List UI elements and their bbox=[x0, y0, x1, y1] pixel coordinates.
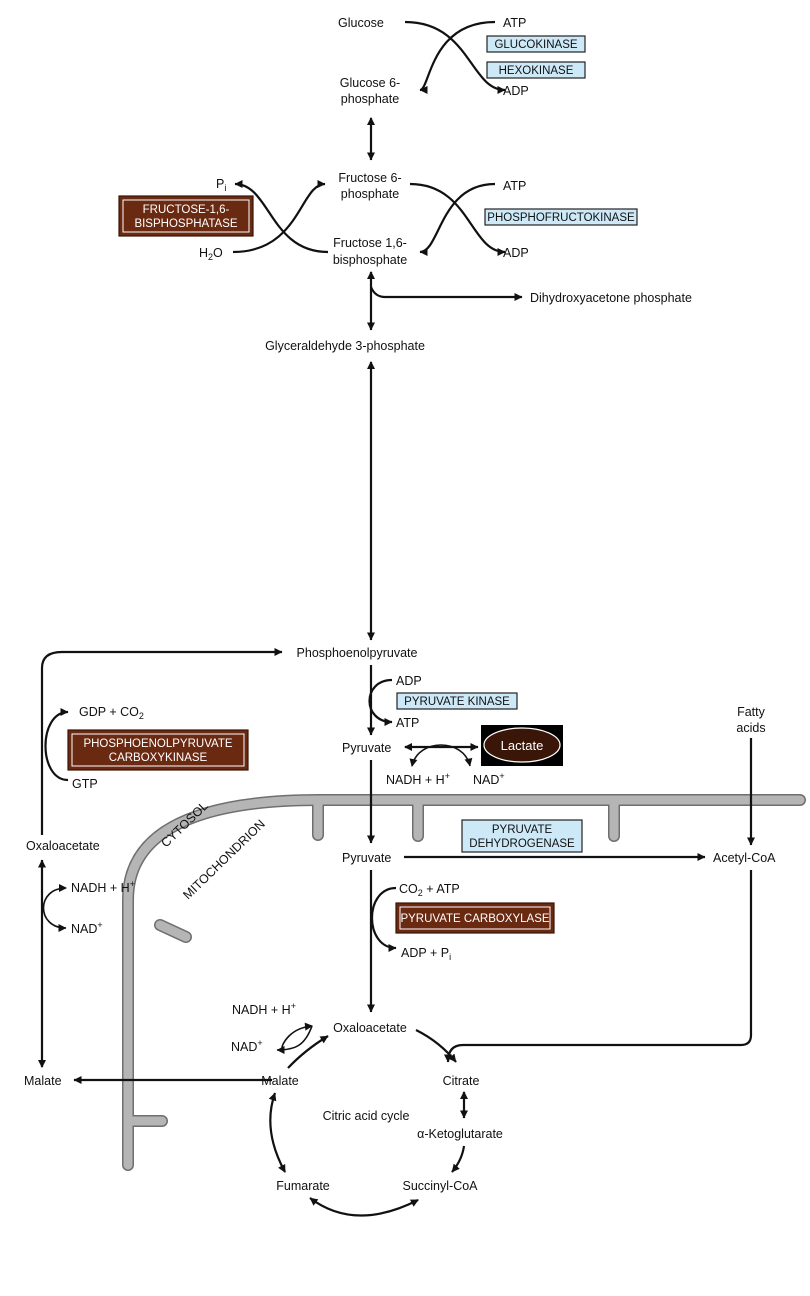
mito-mdh-arc-lower bbox=[276, 1025, 313, 1054]
nadh-label-lactate: NADH + H+ bbox=[386, 771, 450, 787]
fumarate-malate-arrow bbox=[268, 1092, 286, 1173]
fbpase-reaction-arc bbox=[234, 180, 329, 254]
adp-label-hexokinase: ADP bbox=[503, 84, 529, 98]
fructose-16-bisphosphate-label-line2: bisphosphate bbox=[333, 253, 407, 267]
dihydroxyacetone-phosphate-label: Dihydroxyacetone phosphate bbox=[530, 291, 692, 305]
nad-label-cytosol: NAD+ bbox=[71, 920, 103, 936]
akg-to-succinylcoa-arrow bbox=[451, 1145, 466, 1173]
fatty-acids-label-line2: acids bbox=[736, 721, 765, 735]
fructose-6-phosphate-label-line2: phosphate bbox=[341, 187, 399, 201]
pyruvate-dehydrogenase-label-line2: DEHYDROGENASE bbox=[469, 838, 575, 850]
fatty-acids-label-line1: Fatty bbox=[737, 705, 766, 719]
acetylcoa-to-citrate-arrow bbox=[444, 870, 753, 1063]
lactate-dehydrogenase-arc bbox=[409, 744, 473, 767]
phosphofructokinase-label: PHOSPHOFRUCTOKINASE bbox=[487, 212, 635, 224]
pepck-box bbox=[67, 729, 249, 771]
pyruvate-dehydrogenase-box bbox=[461, 819, 583, 853]
atp-label-hexokinase: ATP bbox=[503, 16, 526, 30]
pi-label: Pi bbox=[216, 177, 226, 193]
fbpase-water-arc bbox=[232, 180, 326, 254]
glyceraldehyde-3-phosphate-label: Glyceraldehyde 3-phosphate bbox=[265, 339, 425, 353]
adp-label-pyruvate-kinase: ADP bbox=[396, 674, 422, 688]
adp-pi-label: ADP + Pi bbox=[401, 946, 451, 962]
pepck-gtp-arc bbox=[44, 708, 69, 782]
glucose-label: Glucose bbox=[338, 16, 384, 30]
pyruvate-carboxylase-box-inner bbox=[399, 906, 551, 930]
glucose-6-phosphate-label-line1: Glucose 6- bbox=[340, 76, 400, 90]
pfk-reaction-arc bbox=[409, 182, 506, 256]
oaa-to-pep-arrow bbox=[40, 648, 283, 835]
atp-label-pfk: ATP bbox=[503, 179, 526, 193]
co2-atp-label: CO2 + ATP bbox=[399, 882, 460, 898]
fructose-bisphosphatase-box bbox=[118, 195, 254, 237]
pepck-box-inner bbox=[71, 733, 245, 767]
glucokinase-box bbox=[486, 35, 586, 53]
nadh-label-mito: NADH + H+ bbox=[232, 1001, 296, 1017]
lactate-label: Lactate bbox=[501, 738, 544, 753]
pyruvate-mito-label: Pyruvate bbox=[342, 851, 391, 865]
cytosolic-mdh-arc bbox=[42, 884, 67, 932]
nad-label-lactate: NAD+ bbox=[473, 771, 505, 787]
water-label: H2O bbox=[199, 246, 223, 262]
adp-label-pfk: ADP bbox=[503, 246, 529, 260]
acetyl-coa-label: Acetyl-CoA bbox=[713, 851, 776, 865]
atp-label-pyruvate-kinase: ATP bbox=[396, 716, 419, 730]
pyruvate-kinase-arc bbox=[368, 678, 393, 726]
pyruvate-dehydrogenase-label-line1: PYRUVATE bbox=[492, 824, 553, 836]
pyruvate-kinase-label: PYRUVATE KINASE bbox=[404, 696, 510, 708]
gdp-co2-label: GDP + CO2 bbox=[79, 705, 144, 721]
mitochondrion-label: MITOCHONDRION bbox=[180, 817, 267, 902]
pyruvate-carboxylase-box bbox=[395, 902, 555, 934]
hexokinase-reverse-arc bbox=[419, 20, 496, 94]
pyruvate-carboxylase-label: PYRUVATE CARBOXYLASE bbox=[400, 913, 549, 925]
hexokinase-label: HEXOKINASE bbox=[499, 65, 574, 77]
fructose-6-phosphate-label-line1: Fructose 6- bbox=[338, 171, 401, 185]
malate-cytosol-label: Malate bbox=[24, 1074, 62, 1088]
oxaloacetate-mito-label: Oxaloacetate bbox=[333, 1021, 407, 1035]
fructose-16-bisphosphate-label-line1: Fructose 1,6- bbox=[333, 236, 407, 250]
gtp-label: GTP bbox=[72, 777, 98, 791]
oaa-to-citrate-arrow bbox=[415, 1029, 457, 1063]
mitochondrial-membrane bbox=[122, 794, 806, 1171]
succinylcoa-fumarate-arrow bbox=[309, 1197, 419, 1217]
malate-to-oaa-mito-arrow bbox=[287, 1035, 329, 1069]
nadh-label-cytosol: NADH + H+ bbox=[71, 879, 135, 895]
glucokinase-label: GLUCOKINASE bbox=[494, 39, 577, 51]
dhap-branch-arrow bbox=[369, 286, 523, 301]
pyruvate-cytosol-label: Pyruvate bbox=[342, 741, 391, 755]
nad-label-mito: NAD+ bbox=[231, 1038, 263, 1054]
hexokinase-box bbox=[486, 61, 586, 79]
fumarate-label: Fumarate bbox=[276, 1179, 330, 1193]
phosphoenolpyruvate-label: Phosphoenolpyruvate bbox=[297, 646, 418, 660]
pepck-label-line1: PHOSPHOENOLPYRUVATE bbox=[83, 738, 232, 750]
pfk-atp-arc bbox=[419, 182, 496, 256]
citric-acid-cycle-label: Citric acid cycle bbox=[323, 1109, 410, 1123]
glucokinase-reaction-arc bbox=[404, 20, 506, 94]
pepck-label-line2: CARBOXYKINASE bbox=[109, 752, 208, 764]
phosphofructokinase-box bbox=[484, 208, 638, 226]
lactate-ellipse bbox=[483, 727, 561, 763]
fructose-bisphosphatase-label-line1: FRUCTOSE-1,6- bbox=[143, 204, 230, 216]
oxaloacetate-cytosol-label: Oxaloacetate bbox=[26, 839, 100, 853]
pyruvate-carboxylase-arc bbox=[370, 886, 397, 952]
fructose-bisphosphatase-box-inner bbox=[122, 199, 250, 233]
fructose-bisphosphatase-label-line2: BISPHOSPHATASE bbox=[134, 218, 237, 230]
succinyl-coa-label: Succinyl-CoA bbox=[402, 1179, 478, 1193]
citrate-label: Citrate bbox=[443, 1074, 480, 1088]
pyruvate-kinase-box bbox=[396, 692, 518, 710]
alpha-ketoglutarate-label: α-Ketoglutarate bbox=[417, 1127, 503, 1141]
malate-mito-label: Malate bbox=[261, 1074, 299, 1088]
glucose-6-phosphate-label-line2: phosphate bbox=[341, 92, 399, 106]
